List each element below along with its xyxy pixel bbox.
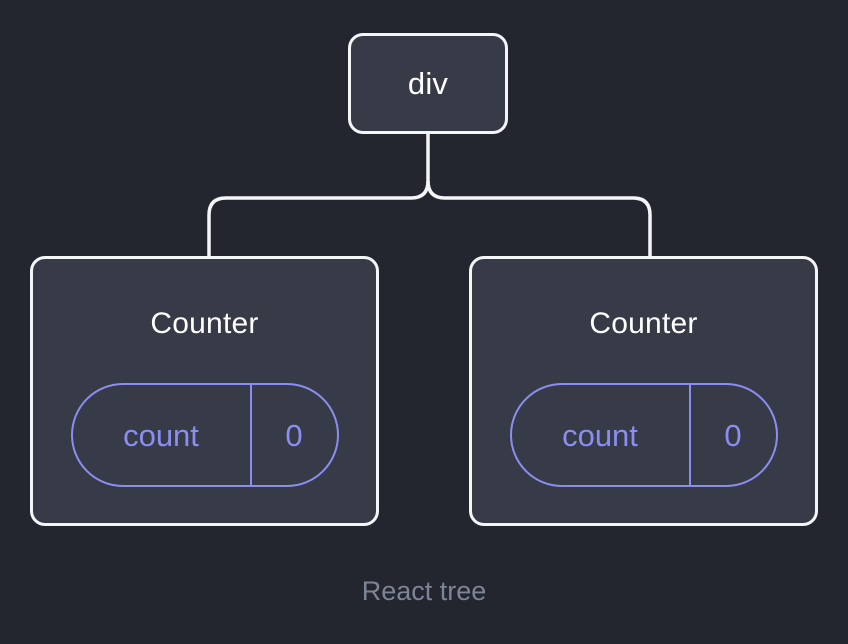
state-pill-right-key: count xyxy=(512,385,691,485)
tree-node-counter-left-label: Counter xyxy=(150,307,259,340)
connector-branch-right xyxy=(426,180,652,256)
tree-node-div[interactable]: div xyxy=(348,33,508,134)
diagram-caption: React tree xyxy=(361,576,487,606)
state-pill-left-value: 0 xyxy=(285,417,303,453)
tree-node-div-label: div xyxy=(407,66,449,101)
state-pill-left-key: count xyxy=(73,385,252,485)
tree-node-counter-right-label: Counter xyxy=(589,307,698,340)
state-pill-right[interactable]: count 0 xyxy=(509,383,778,487)
connector-branch-left xyxy=(207,180,430,256)
tree-node-counter-left[interactable]: Counter count 0 xyxy=(30,256,379,526)
state-pill-left[interactable]: count 0 xyxy=(70,383,339,487)
state-pill-right-value: 0 xyxy=(724,417,742,453)
tree-node-counter-right[interactable]: Counter count 0 xyxy=(469,256,818,526)
